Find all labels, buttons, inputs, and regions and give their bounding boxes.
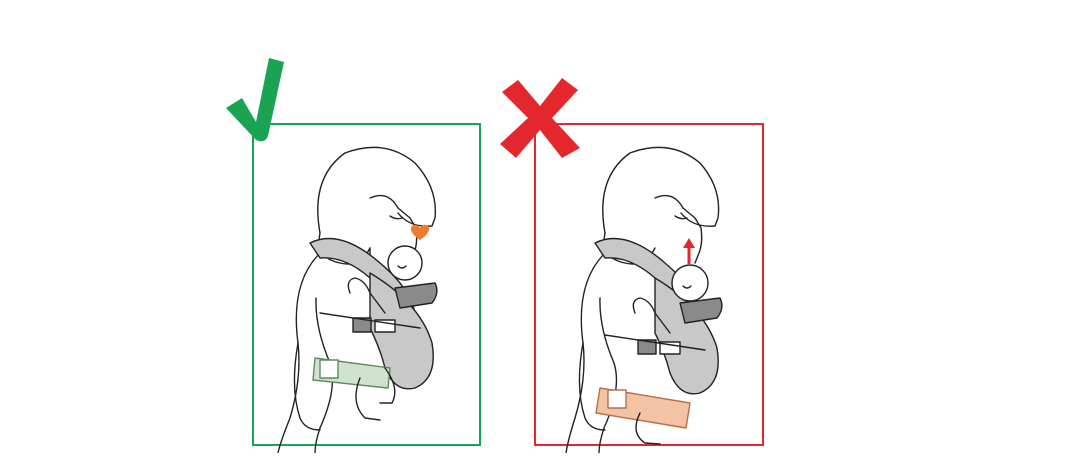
baby-head [388, 246, 422, 280]
heart-icon [411, 225, 429, 240]
correct-position-panel [220, 58, 490, 453]
parent-with-baby-illustration [278, 147, 437, 453]
incorrect-position-panel [500, 78, 775, 453]
correct-frame [253, 124, 480, 445]
parent-with-baby-illustration [566, 147, 722, 453]
parent-hair [318, 147, 436, 233]
carrier-head-flap [680, 298, 722, 323]
parent-hair [603, 147, 719, 233]
cross-mark-icon [500, 78, 580, 158]
parent-back [566, 253, 605, 453]
parent-face [655, 196, 702, 263]
baby-head [672, 265, 708, 301]
check-mark-icon [226, 58, 284, 141]
up-arrow-icon [683, 238, 695, 264]
carrier-head-flap [395, 283, 437, 308]
parent-back [278, 253, 320, 453]
